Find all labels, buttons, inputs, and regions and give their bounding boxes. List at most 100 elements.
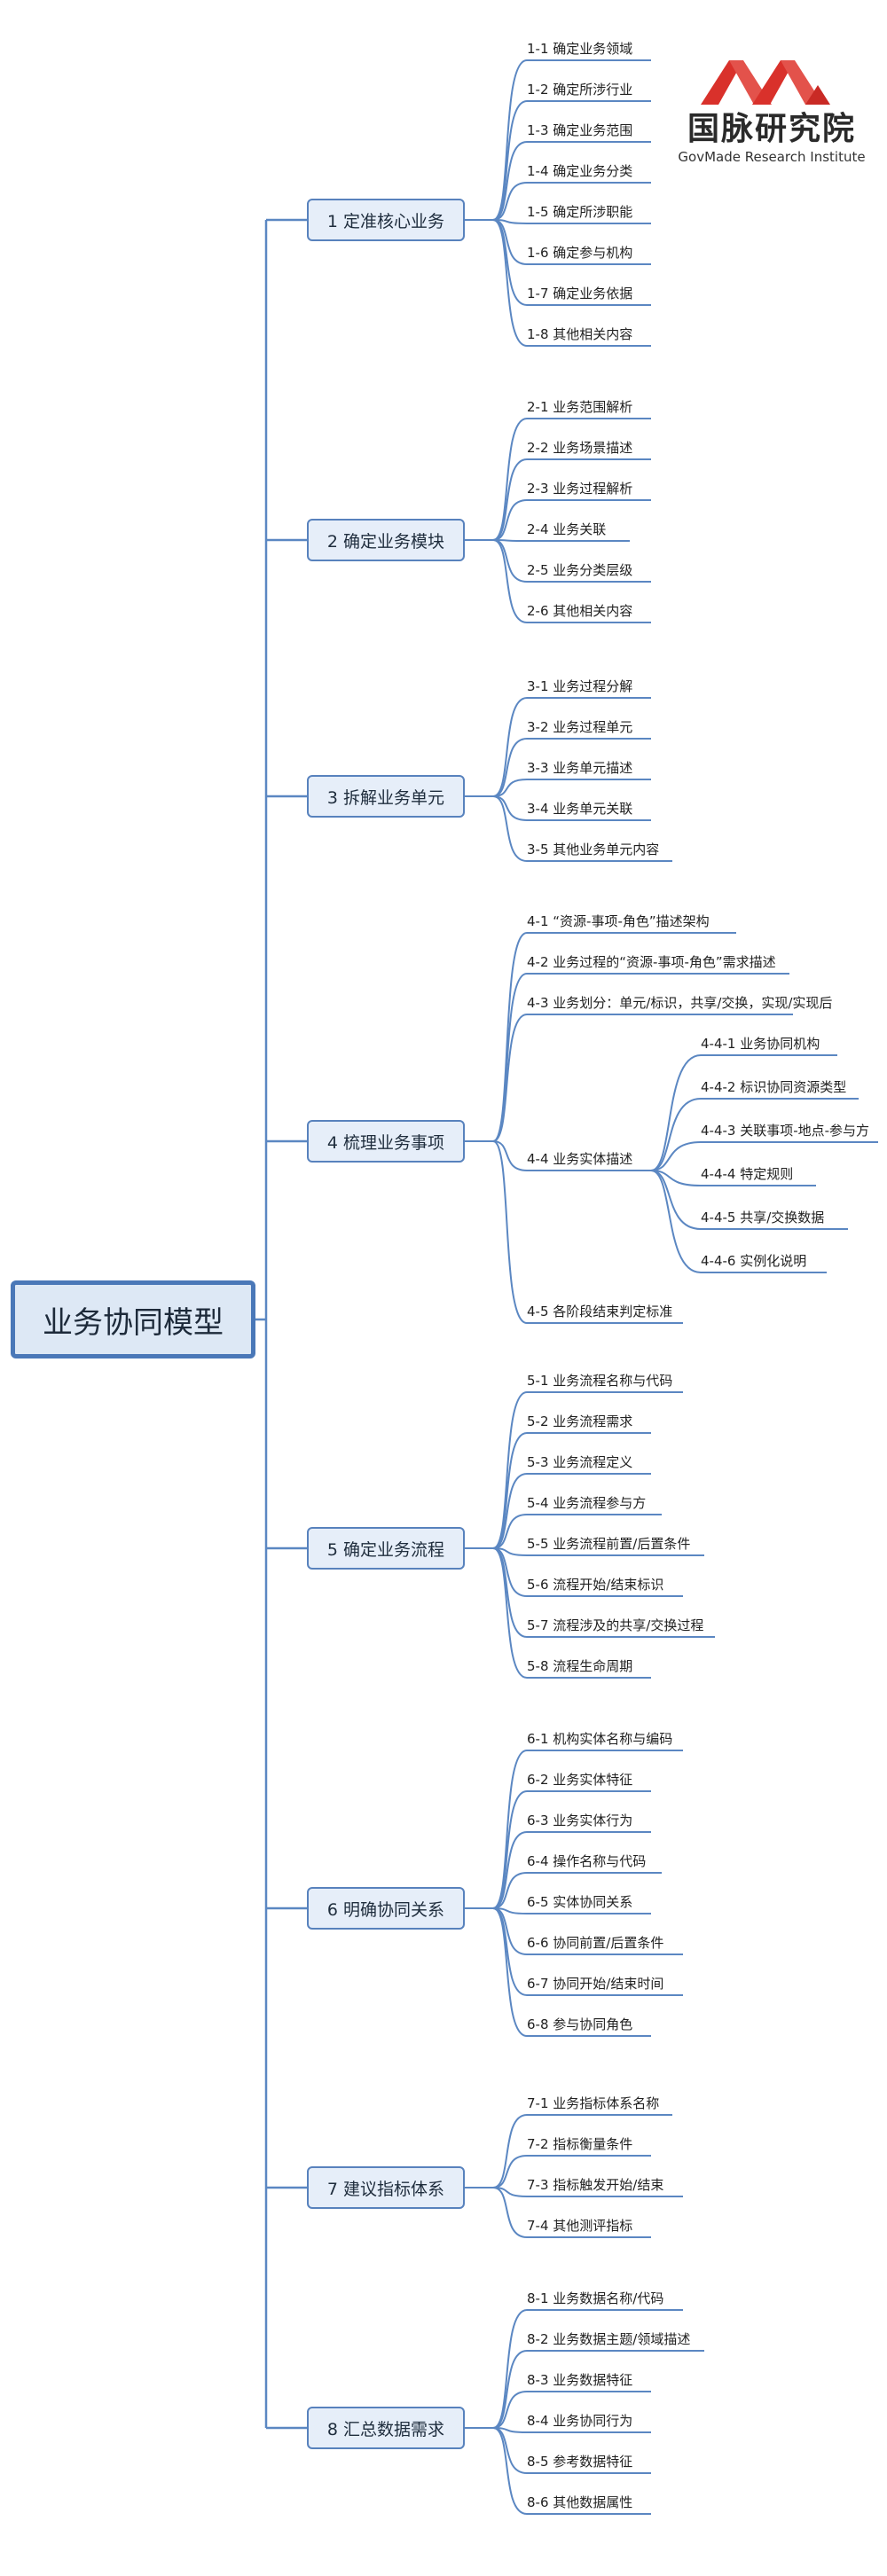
- leaf-node: 5-3 业务流程定义: [527, 1454, 633, 1470]
- connector-line: [492, 219, 528, 265]
- leaf-node: 3-5 其他业务单元内容: [527, 842, 660, 857]
- branch-label: 1 定准核心业务: [326, 211, 445, 231]
- leaf-node: 6-5 实体协同关系: [527, 1894, 633, 1910]
- connector-line: [492, 219, 528, 306]
- connector-line: [492, 1907, 528, 1996]
- branch-label: 6 明确协同关系: [326, 1899, 445, 1920]
- connector-line: [492, 2155, 528, 2188]
- branch-label: 3 拆解业务单元: [326, 787, 445, 808]
- logo: 国脉研究院 GovMade Research Institute: [674, 48, 869, 165]
- connector-line: [492, 1831, 528, 1909]
- leaf-node: 6-6 协同前置/后置条件: [527, 1935, 664, 1951]
- connector-line: [492, 539, 528, 623]
- leaf-node: 3-4 业务单元关联: [527, 801, 633, 817]
- leaf-node: 5-1 业务流程名称与代码: [527, 1373, 673, 1389]
- leaf-node: 4-4-6 实例化说明: [701, 1253, 807, 1269]
- connector-line: [492, 795, 528, 821]
- leaf-node: 4-4-1 业务协同机构: [701, 1036, 820, 1052]
- branch-label: 2 确定业务模块: [326, 531, 445, 552]
- leaf-node: 8-2 业务数据主题/领域描述: [527, 2331, 691, 2347]
- leaf-node: 1-1 确定业务领域: [527, 41, 633, 57]
- leaf-node: 3-2 业务过程单元: [527, 719, 633, 735]
- leaf-node: 8-3 业务数据特征: [527, 2372, 633, 2388]
- connector-line: [650, 1170, 702, 1230]
- connector-line: [492, 1432, 528, 1549]
- leaf-node: 6-8 参与协同角色: [527, 2016, 633, 2032]
- branch-node: 5 确定业务流程: [307, 1527, 465, 1570]
- connector-line: [492, 100, 528, 221]
- branch-label: 8 汇总数据需求: [326, 2419, 445, 2439]
- connector-line: [492, 2350, 528, 2429]
- leaf-node: 1-2 确定所涉行业: [527, 82, 633, 98]
- connector-line: [492, 2187, 528, 2238]
- connector-line: [650, 1170, 702, 1186]
- connector-line: [492, 418, 528, 541]
- leaf-node: 5-7 流程涉及的共享/交换过程: [527, 1617, 704, 1633]
- leaf-node: 8-4 业务协同行为: [527, 2413, 633, 2429]
- leaf-node: 3-1 业务过程分解: [527, 678, 633, 694]
- leaf-node: 8-5 参考数据特征: [527, 2454, 633, 2470]
- logo-subtitle: GovMade Research Institute: [678, 149, 866, 165]
- leaf-node: 2-1 业务范围解析: [527, 399, 633, 415]
- leaf-node: 7-1 业务指标体系名称: [527, 2095, 660, 2111]
- leaf-node: 1-3 确定业务范围: [527, 122, 633, 138]
- connector-line: [492, 1872, 528, 1909]
- connector-line: [492, 795, 528, 862]
- connector-line: [492, 219, 528, 347]
- branch-label: 4 梳理业务事项: [326, 1132, 445, 1153]
- leaf-node: 5-6 流程开始/结束标识: [527, 1577, 664, 1593]
- connector-line: [650, 1054, 702, 1171]
- leaf-node: 6-3 业务实体行为: [527, 1813, 633, 1828]
- connector-line: [650, 1141, 702, 1171]
- leaf-node: 6-7 协同开始/结束时间: [527, 1976, 664, 1992]
- connector-line: [492, 1790, 528, 1909]
- connector-line: [492, 1907, 528, 1955]
- connector-line: [492, 499, 528, 541]
- connector-line: [650, 1170, 702, 1273]
- connector-line: [492, 1547, 528, 1679]
- leaf-node: 6-4 操作名称与代码: [527, 1853, 647, 1869]
- leaf-node: 4-4-3 关联事项-地点-参与方: [701, 1123, 870, 1139]
- connector-line: [492, 697, 528, 797]
- leaf-node: 7-3 指标触发开始/结束: [527, 2177, 664, 2193]
- root-label: 业务协同模型: [43, 1304, 224, 1341]
- leaf-node: 2-5 业务分类层级: [527, 562, 633, 578]
- leaf-node: 8-6 其他数据属性: [527, 2494, 633, 2510]
- logo-mark-icon: [701, 60, 830, 105]
- connector-line: [492, 1473, 528, 1549]
- leaf-node: 7-4 其他测评指标: [527, 2218, 633, 2234]
- leaf-node: 4-2 业务过程的“资源-事项-角色”需求描述: [527, 954, 776, 970]
- branch-node: 7 建议指标体系: [307, 2166, 465, 2209]
- leaf-node: 4-4 业务实体描述: [527, 1151, 633, 1167]
- leaf-node: 2-6 其他相关内容: [527, 603, 633, 619]
- connector-line: [492, 458, 528, 541]
- connector-line: [492, 738, 528, 797]
- branch-node: 8 汇总数据需求: [307, 2407, 465, 2449]
- connector-line: [492, 779, 528, 797]
- leaf-node: 1-7 确定业务依据: [527, 286, 633, 301]
- branch-node: 6 明确协同关系: [307, 1887, 465, 1930]
- leaf-node: 5-8 流程生命周期: [527, 1658, 633, 1674]
- connector-line: [650, 1098, 702, 1171]
- connector-line: [492, 2114, 528, 2188]
- leaf-node: 6-2 业务实体特征: [527, 1772, 633, 1788]
- leaf-node: 8-1 业务数据名称/代码: [527, 2290, 664, 2306]
- leaf-node: 4-3 业务划分：单元/标识，共享/交换，实现/实现后: [527, 995, 833, 1011]
- branch-label: 7 建议指标体系: [326, 2179, 445, 2199]
- connector-line: [492, 2391, 528, 2429]
- branch-node: 3 拆解业务单元: [307, 775, 465, 818]
- connector-line: [492, 1140, 528, 1324]
- connector-line: [492, 932, 528, 1142]
- leaf-node: 4-5 各阶段结束判定标准: [527, 1304, 673, 1319]
- connector-line: [492, 1547, 528, 1638]
- leaf-node: 1-4 确定业务分类: [527, 163, 633, 179]
- connector-line: [492, 2427, 528, 2515]
- branch-node: 2 确定业务模块: [307, 519, 465, 561]
- branch-node: 4 梳理业务事项: [307, 1120, 465, 1163]
- leaf-node: 4-1 “资源-事项-角色”描述架构: [527, 913, 710, 929]
- root-node: 业务协同模型: [11, 1280, 255, 1358]
- branch-label: 5 确定业务流程: [326, 1539, 445, 1560]
- leaf-node: 6-1 机构实体名称与编码: [527, 1731, 673, 1747]
- leaf-node: 2-3 业务过程解析: [527, 481, 633, 497]
